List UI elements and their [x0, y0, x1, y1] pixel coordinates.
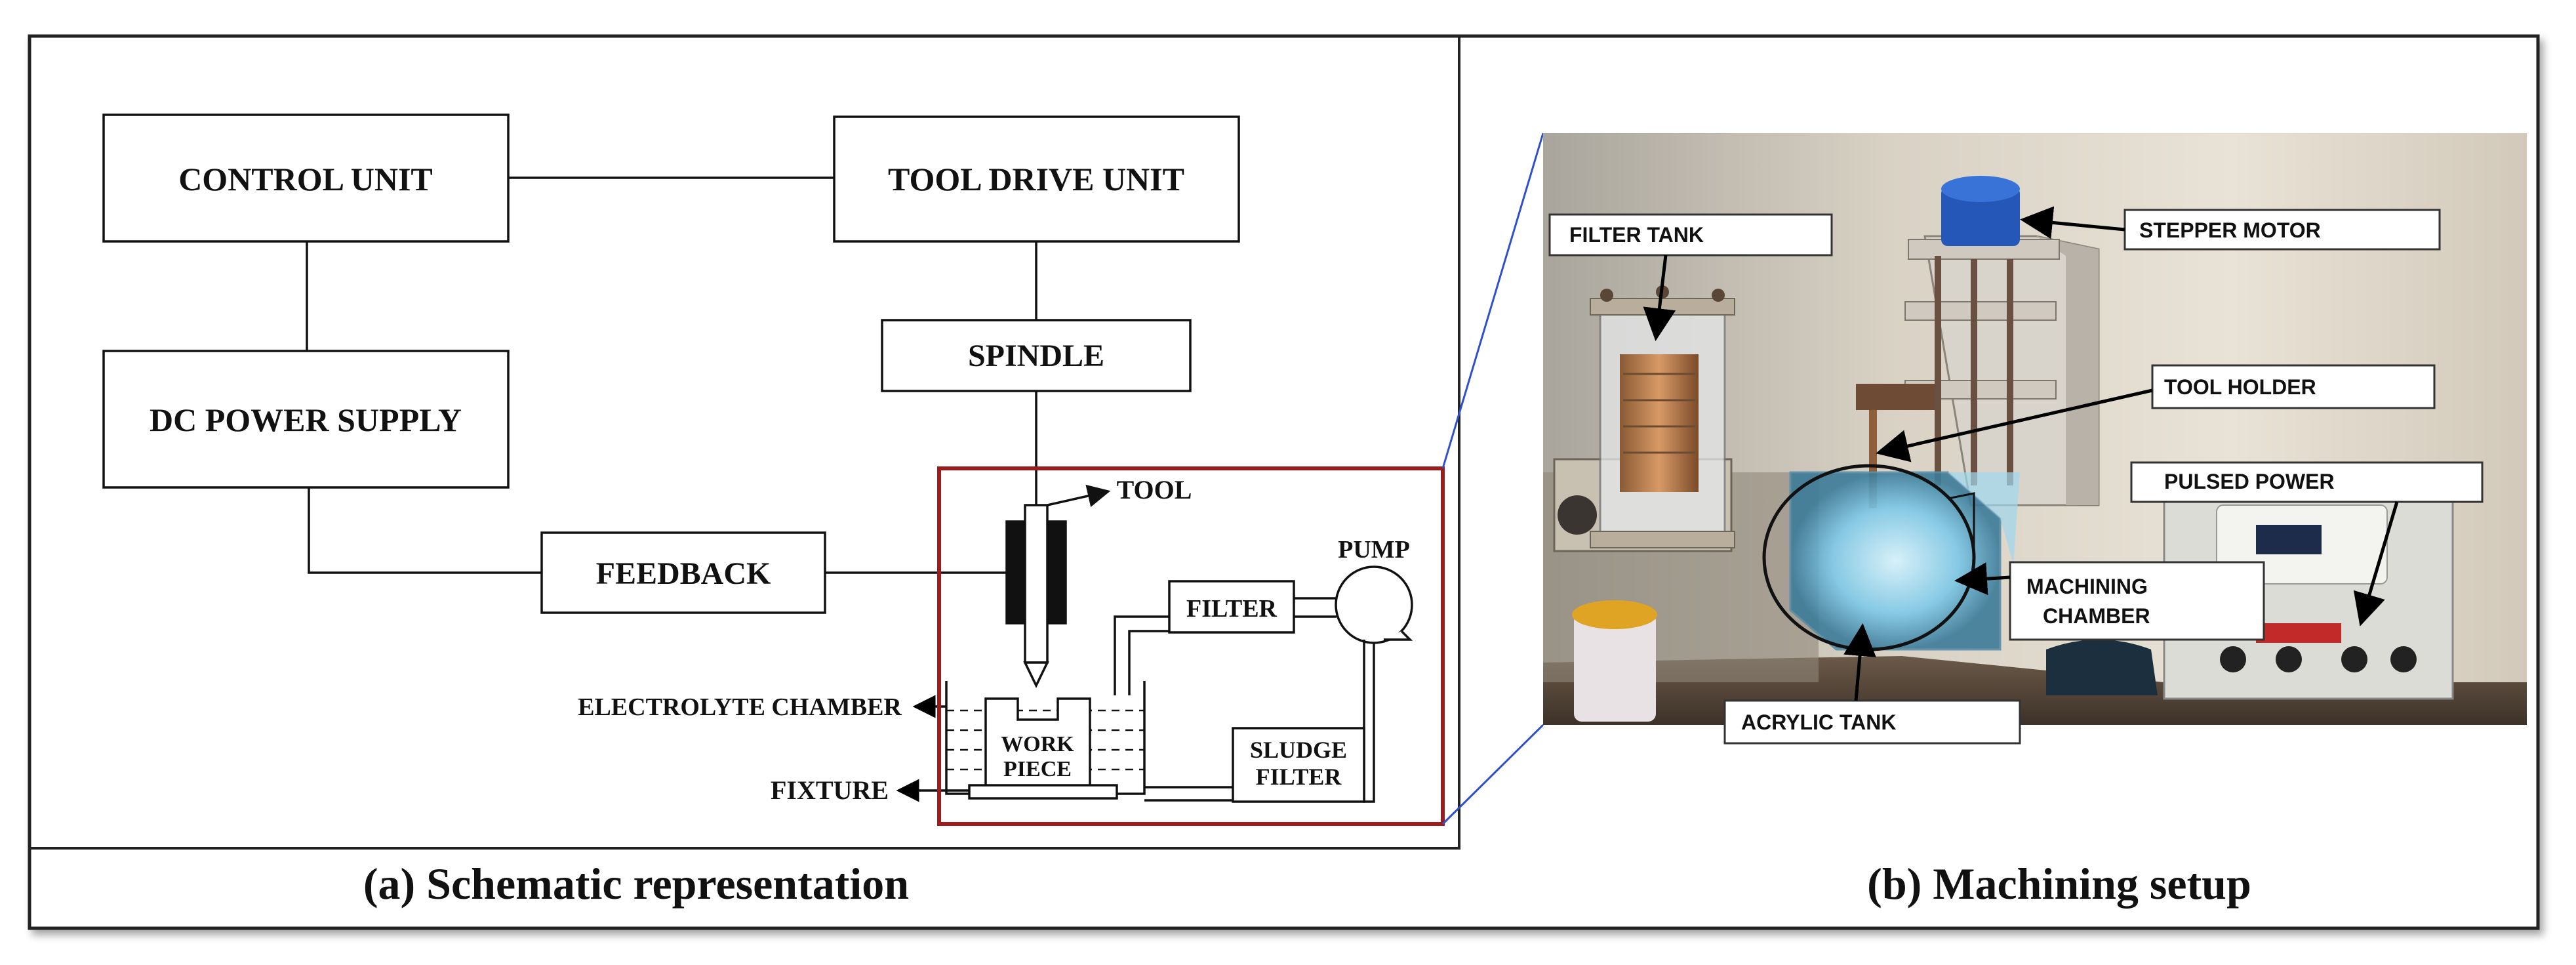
- spindle-box: [881, 319, 1192, 392]
- control-unit-box: [102, 113, 510, 243]
- work-piece-label-1: WORK: [1001, 732, 1074, 756]
- schematic-caption: (a) Schematic representation: [363, 859, 909, 909]
- machining-chamber-label-2: CHAMBER: [2043, 604, 2150, 628]
- tool-holder-box: [2151, 364, 2436, 409]
- tool-holder-label: TOOL HOLDER: [2164, 375, 2316, 399]
- machining-chamber-box: [2009, 561, 2265, 641]
- zoom-line-bottom: [1441, 724, 1544, 825]
- feedback-label: FEEDBACK: [596, 556, 771, 591]
- fixture: [968, 784, 1118, 800]
- machining-chamber-label-1: MACHINING: [2026, 575, 2148, 598]
- filter-tank-box: [1548, 213, 1833, 257]
- schematic-frame: [28, 35, 1460, 850]
- zoom-line-top: [1441, 133, 1544, 469]
- dc-power-supply-box: [102, 350, 510, 489]
- filter-box: [1168, 580, 1295, 634]
- filter-label: FILTER: [1186, 595, 1278, 623]
- work-piece: [984, 697, 1091, 790]
- pump-label: PUMP: [1338, 536, 1410, 564]
- tool-drive-unit-label: TOOL DRIVE UNIT: [888, 161, 1184, 197]
- electrolyte-chamber-label: ELECTROLYTE CHAMBER: [578, 693, 902, 721]
- pulsed-power-label: PULSED POWER: [2164, 470, 2335, 493]
- sludge-filter-label-2: FILTER: [1256, 764, 1342, 790]
- pump: [1335, 565, 1413, 644]
- stepper-motor-label: STEPPER MOTOR: [2139, 218, 2321, 242]
- fixture-label: FIXTURE: [771, 775, 889, 805]
- pulsed-power-box: [2130, 461, 2484, 503]
- feedback-box: [540, 531, 826, 614]
- sludge-filter-label-1: SLUDGE: [1250, 737, 1347, 763]
- spindle-label: SPINDLE: [968, 339, 1104, 373]
- acrylic-tank-box: [1723, 699, 2021, 745]
- tool-label: TOOL: [1117, 475, 1192, 504]
- schematic-panel: [102, 113, 1413, 803]
- tool-drive-unit-box: [833, 115, 1240, 243]
- acrylic-tank-label: ACRYLIC TANK: [1741, 710, 1896, 734]
- dc-power-supply-label: DC POWER SUPPLY: [150, 401, 462, 438]
- filter-tank-label: FILTER TANK: [1569, 223, 1704, 247]
- work-piece-label-2: PIECE: [1003, 757, 1072, 781]
- machining-setup-caption: (b) Machining setup: [1867, 859, 2251, 909]
- sludge-filter-box: [1232, 727, 1365, 803]
- control-unit-label: CONTROL UNIT: [178, 161, 433, 197]
- highlight-box: [937, 466, 1445, 826]
